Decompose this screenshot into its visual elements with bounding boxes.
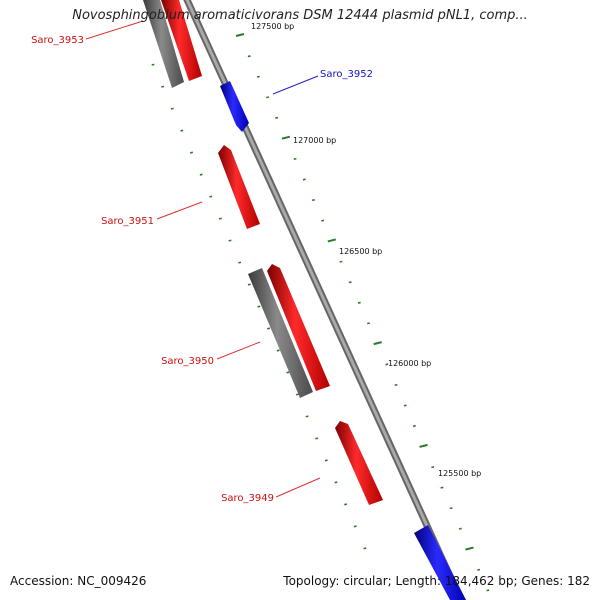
callout-lines (85, 20, 321, 498)
outer-tick (348, 281, 352, 284)
outer-tick (385, 363, 389, 366)
outer-tick (440, 486, 444, 489)
gene-saro-3952[interactable] (220, 81, 249, 132)
inner-tick (267, 327, 271, 330)
inner-tick (209, 195, 213, 198)
inner-tick (295, 393, 299, 396)
gene-label-saro-3949[interactable]: Saro_3949 (221, 493, 274, 504)
feature-gray-3953[interactable] (143, 0, 184, 88)
gene-label-saro-3951[interactable]: Saro_3951 (101, 216, 154, 227)
gene-saro-3949[interactable] (335, 421, 383, 505)
outer-tick (403, 404, 407, 407)
ruler: 127500 bp 127000 bp 126500 bp 126000 bp … (251, 22, 481, 478)
inner-tick (247, 283, 251, 286)
inner-tick (161, 85, 165, 88)
outer-tick (339, 260, 343, 263)
gene-features (143, 0, 466, 600)
inner-tick (344, 503, 348, 506)
inner-tick (180, 129, 184, 132)
outer-tick (412, 424, 416, 428)
inner-tick (353, 525, 357, 528)
ruler-label-126000: 126000 bp (388, 359, 431, 368)
inner-tick (228, 239, 232, 242)
topology-summary: Topology: circular; Length: 184,462 bp; … (283, 574, 590, 588)
outer-tick (327, 238, 337, 243)
ruler-label-125500: 125500 bp (438, 469, 481, 478)
inner-tick (305, 415, 309, 418)
outer-tick (449, 507, 453, 510)
outer-tick (458, 527, 462, 530)
gene-labels: Saro_3953 Saro_3952 Saro_3951 Saro_3950 … (31, 35, 373, 504)
feature-gray-3950[interactable] (248, 268, 313, 398)
outer-tick (373, 341, 382, 346)
outer-tick (477, 568, 481, 571)
inner-tick (286, 371, 290, 374)
inner-tick (334, 481, 338, 484)
ruler-label-126500: 126500 bp (339, 247, 382, 256)
gene-saro-3951[interactable] (218, 145, 260, 229)
outer-tick (247, 55, 251, 58)
outer-tick (419, 443, 428, 448)
ruler-label-127500: 127500 bp (251, 22, 294, 31)
outer-tick (465, 546, 474, 551)
outer-tick (293, 157, 297, 161)
outer-tick (394, 383, 398, 387)
inner-tick (218, 217, 222, 220)
inner-tick (199, 173, 203, 176)
inner-tick (315, 437, 319, 440)
outer-tick (431, 466, 435, 469)
inner-tick (170, 107, 174, 110)
inner-tick (324, 459, 328, 462)
gene-saro-3950[interactable] (267, 264, 330, 391)
outer-tick (235, 33, 245, 37)
gene-blue-bottom[interactable] (414, 525, 466, 600)
gene-label-saro-3953[interactable]: Saro_3953 (31, 35, 84, 46)
gene-saro-3953[interactable] (161, 0, 202, 81)
outer-tick (486, 589, 490, 592)
outer-tick-track (235, 33, 490, 592)
inner-tick (190, 151, 193, 154)
outer-tick (367, 322, 370, 325)
outer-tick (266, 96, 270, 99)
outer-tick (281, 135, 291, 140)
gene-label-saro-3952[interactable]: Saro_3952 (320, 69, 373, 80)
inner-tick (257, 305, 261, 308)
map-title: Novosphingobium aromaticivorans DSM 1244… (72, 8, 528, 23)
outer-tick (321, 219, 325, 222)
outer-tick (256, 75, 260, 78)
inner-tick (238, 261, 242, 264)
ruler-label-127000: 127000 bp (293, 136, 336, 145)
inner-tick-track (151, 63, 367, 550)
inner-tick (276, 349, 280, 352)
gene-label-saro-3950[interactable]: Saro_3950 (161, 356, 214, 367)
outer-tick (275, 116, 279, 119)
outer-tick (302, 178, 306, 181)
inner-tick (151, 63, 155, 66)
accession-text: Accession: NC_009426 (10, 574, 147, 588)
outer-tick (311, 198, 315, 202)
inner-tick (363, 547, 367, 550)
outer-tick (357, 301, 361, 304)
